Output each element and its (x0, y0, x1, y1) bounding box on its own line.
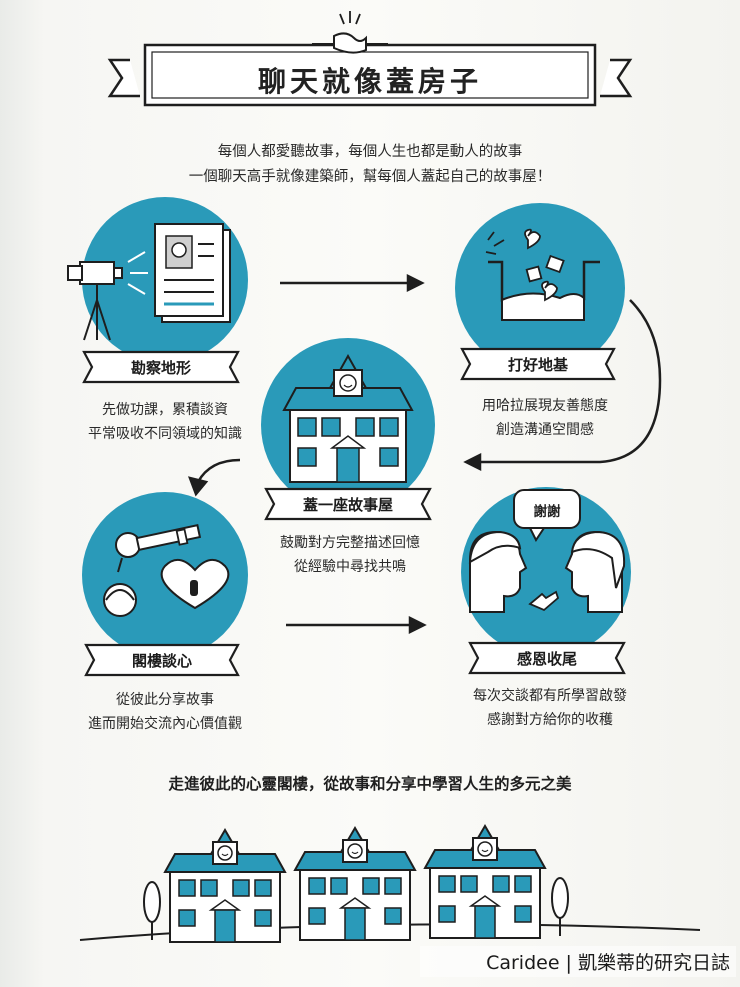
step-desc-survey: 先做功課，累積談資 平常吸收不同領域的知識 (60, 398, 270, 446)
step-desc-thanks: 每次交談都有所學習啟發 感謝對方給你的收穫 (440, 684, 660, 732)
step-desc-foundation-line-1: 用哈拉展現友善態度 (482, 398, 608, 414)
step-label-foundation: 打好地基 (507, 356, 568, 374)
foundation-illustration (455, 203, 625, 373)
step-desc-attic-line-2: 進而開始交流內心價值觀 (88, 716, 242, 732)
street-scene (79, 825, 701, 943)
step-desc-story-house-line-2: 從經驗中尋找共鳴 (294, 559, 406, 575)
survey-illustration (67, 197, 248, 363)
page-title: 聊天就像蓋房子 (257, 65, 482, 98)
step-desc-survey-line-1: 先做功課，累積談資 (102, 402, 228, 418)
step-label-attic: 閣樓談心 (131, 652, 192, 670)
attic-heart-illustration (82, 492, 248, 658)
title-banner (107, 11, 633, 107)
step-desc-foundation: 用哈拉展現友善態度 創造溝通空間感 (440, 394, 650, 442)
step-label-survey: 勘察地形 (130, 359, 191, 377)
conclusion-text: 走進彼此的心靈閣樓，從故事和分享中學習人生的多元之美 (168, 775, 572, 793)
flow-arrows (187, 273, 662, 635)
step-desc-thanks-line-2: 感謝對方給你的收穫 (487, 712, 613, 728)
step-label-thanks: 感恩收尾 (516, 650, 577, 668)
step-desc-story-house-line-1: 鼓勵對方完整描述回憶 (280, 535, 420, 551)
step-desc-thanks-line-1: 每次交談都有所學習啟發 (473, 688, 627, 704)
step-desc-attic: 從彼此分享故事 進而開始交流內心價值觀 (50, 688, 280, 736)
thanks-illustration (461, 487, 631, 657)
handshake-icon (312, 11, 388, 54)
speech-bubble-text: 謝謝 (533, 504, 561, 520)
watermark: Caridee | 凱樂蒂的研究日誌 (420, 946, 736, 977)
story-house-illustration (261, 338, 435, 512)
step-desc-story-house: 鼓勵對方完整描述回憶 從經驗中尋找共鳴 (240, 531, 460, 579)
intro-line-2: 一個聊天高手就像建築師，幫每個人蓋起自己的故事屋！ (188, 169, 552, 185)
step-desc-survey-line-2: 平常吸收不同領域的知識 (88, 426, 242, 442)
intro-line-1: 每個人都愛聽故事，每個人生也都是動人的故事 (217, 144, 523, 160)
step-desc-foundation-line-2: 創造溝通空間感 (496, 422, 594, 438)
label-ribbons (82, 347, 626, 677)
step-label-story-house: 蓋一座故事屋 (302, 496, 393, 514)
step-desc-attic-line-1: 從彼此分享故事 (116, 692, 214, 708)
